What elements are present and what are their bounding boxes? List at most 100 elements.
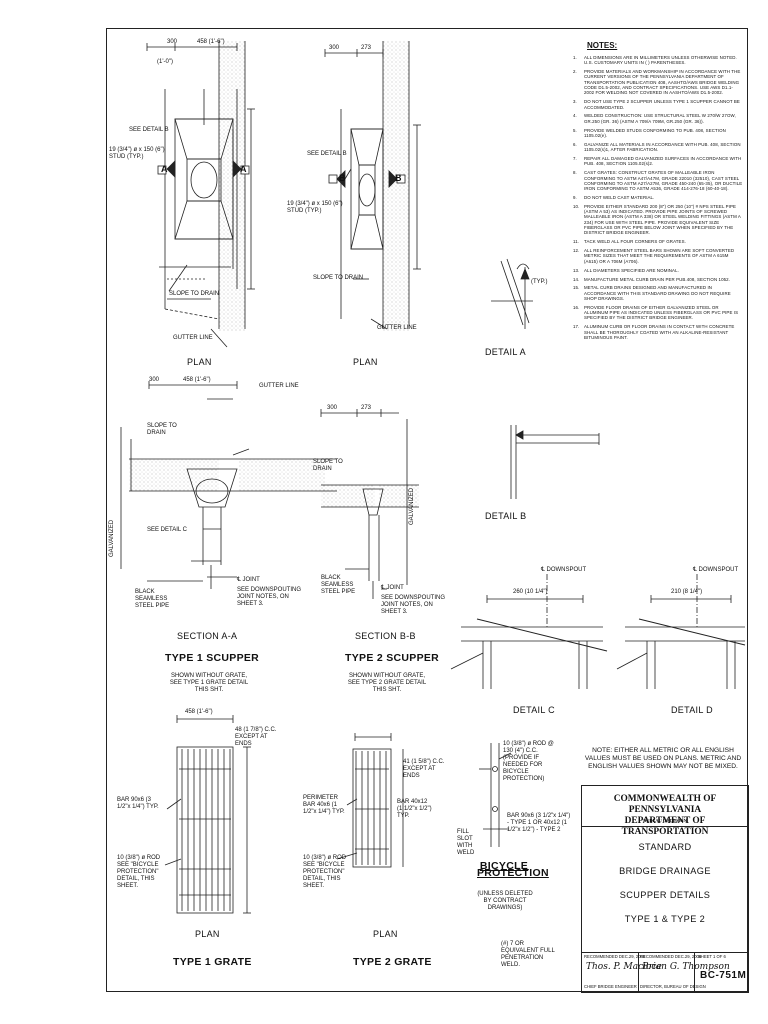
note-item: 1. ALL DIMENSIONS ARE IN MILLIMETERS UNLE… — [573, 55, 743, 66]
note-number: 11. — [573, 239, 580, 245]
note-item: 16.PROVIDE FLOOR DRAINS OF EITHER GALVAN… — [573, 305, 743, 321]
see-detail-c-callout: SEE DETAIL C — [147, 527, 188, 533]
cell-divider-2 — [694, 952, 695, 992]
type1-grate-drawing — [164, 715, 251, 914]
note-text: ALL DIMENSIONS ARE IN MILLIMETERS UNLESS… — [584, 55, 737, 66]
note-text: DO NOT USE TYPE 2 SCUPPER UNLESS TYPE 1 … — [584, 99, 740, 110]
note-item: 17.ALUMINUM CURB OR FLOOR DRAINS IN CONT… — [573, 324, 743, 340]
plan-label-grate1: PLAN — [195, 929, 220, 939]
note-text: ALL DIAMETERS SPECIFIED ARE NOMINAL. — [584, 267, 679, 273]
detail-a-drawing — [491, 258, 533, 329]
drawing-number: BC-751M — [700, 970, 747, 981]
type2-scupper-label: TYPE 2 SCUPPER — [345, 652, 440, 664]
bicycle-protection-drawing — [479, 743, 512, 847]
title-line-1: STANDARD — [638, 842, 692, 852]
signature-divider — [582, 952, 748, 953]
note-number: 4. — [573, 113, 577, 119]
detail-d-drawing — [616, 574, 746, 689]
slope-to-drain-callout-1: SLOPE TO DRAIN — [169, 291, 220, 297]
dim-300-section-bb: 300 — [327, 405, 338, 411]
section-marker-a-left: A — [161, 164, 168, 174]
detail-c-drawing — [450, 574, 608, 689]
stud-callout-2: 19 (3/4") ø x 150 (6") STUD (TYP.) — [287, 201, 343, 214]
fill-slot-callout: FILL SLOT WITH WELD — [457, 829, 475, 856]
note-item: 8.CAST GRATES: CONSTRUCT GRATES OF MALLE… — [573, 170, 743, 191]
note-item: 15.METAL CURB DRAINS DESIGNED AND MANUFA… — [573, 285, 743, 301]
type1-plan-drawing — [146, 41, 255, 348]
note-text: PROVIDE WELDED STUDS CONFORMING TO PUB. … — [584, 127, 726, 138]
detail-a-label: DETAIL A — [485, 347, 526, 357]
gutter-line-callout-2: GUTTER LINE — [377, 325, 417, 331]
note-number: 7. — [573, 156, 577, 162]
dim-458-section-aa: 458 (1'-6") — [183, 377, 211, 383]
black-seamless-callout-2: BLACK SEAMLESS STEEL PIPE — [321, 575, 356, 595]
note-item: 10.PROVIDE EITHER STANDARD 200 (8") OR 2… — [573, 204, 743, 236]
note-item: 5. PROVIDE WELDED STUDS CONFORMING TO PUB… — [573, 128, 743, 139]
section-bb-drawing — [320, 409, 419, 599]
detail-a-typ: (TYP.) — [531, 279, 548, 285]
slope-to-drain-callout-4: SLOPE TO DRAIN — [313, 459, 343, 472]
note-item: 14.MANUFACTURE METAL CURB DRAIN PER PUB.… — [573, 277, 743, 282]
rod-10-callout-1: 10 (3/8") ø ROD SEE "BICYCLE PROTECTION"… — [117, 855, 161, 889]
agency-line-1: COMMONWEALTH OF PENNSYLVANIA — [613, 794, 717, 815]
plan-label-grate2: PLAN — [373, 929, 398, 939]
signature-2: Brian G. Thompson — [642, 962, 730, 972]
galvanized-label-aa: GALVANIZED — [109, 519, 115, 557]
note-number: 1. — [573, 55, 577, 60]
note-text: PROVIDE EITHER STANDARD 200 (8") OR 250 … — [584, 203, 741, 236]
note-text: GALVANIZE ALL MATERIALS IN ACCORDANCE WI… — [584, 141, 741, 153]
note-text: PROVIDE FLOOR DRAINS OF EITHER GALVANIZE… — [584, 304, 739, 321]
note-item: 9.DO NOT WELD CAST MATERIAL. — [573, 195, 743, 200]
drawing-linework — [120, 41, 746, 914]
dim-1ft-plan1: (1'-0") — [157, 59, 173, 65]
note-number: 5. — [573, 127, 577, 133]
title-line-4: TYPE 1 & TYPE 2 — [624, 914, 706, 924]
type2-grate-drawing — [336, 733, 404, 868]
note-number: 8. — [573, 170, 577, 176]
section-aa-drawing — [120, 381, 337, 589]
note-text: MANUFACTURE METAL CURB DRAIN PER PUB.408… — [584, 276, 731, 282]
cc-41-callout: 41 (1 5/8") C.C. EXCEPT AT ENDS — [403, 759, 445, 779]
see-downspouting-callout-1: SEE DOWNSPOUTING JOINT NOTES, ON SHEET 3… — [237, 587, 302, 607]
note-text: WELDED CONSTRUCTION: USE STRUCTURAL STEE… — [584, 113, 736, 124]
gutter-line-callout-1: GUTTER LINE — [173, 335, 213, 341]
role-1: CHIEF BRIDGE ENGINEER — [584, 984, 637, 989]
joint-callout-1: ℄ JOINT — [237, 577, 260, 583]
detail-b-drawing — [510, 425, 600, 499]
unit-note: NOTE: EITHER ALL METRIC OR ALL ENGLISH V… — [584, 747, 742, 770]
see-downspouting-callout-2: SEE DOWNSPOUTING JOINT NOTES, ON SHEET 3… — [381, 595, 446, 615]
note-text: REPAIR ALL DAMAGED GALVANIZED SURFACES I… — [584, 156, 742, 167]
note-item: 4. WELDED CONSTRUCTION: USE STRUCTURAL ST… — [573, 113, 743, 124]
section-marker-b-right: B — [395, 173, 402, 183]
see-detail-b-callout-2: SEE DETAIL B — [307, 151, 347, 157]
downspout-callout-d: ℄ DOWNSPOUT — [693, 567, 739, 573]
note-item: 3.DO NOT USE TYPE 2 SCUPPER UNLESS TYPE … — [573, 99, 743, 110]
type1-scupper-label: TYPE 1 SCUPPER — [165, 652, 260, 664]
joint-callout-2: ℄ JOINT — [381, 585, 404, 591]
dim-300-section-aa: 300 — [149, 377, 160, 383]
note-number: 12. — [573, 248, 580, 254]
title-divider — [582, 826, 748, 827]
note-item: 6. GALVANIZE ALL MATERIALS IN ACCORDANCE … — [573, 142, 743, 153]
note-number: 13. — [573, 267, 580, 273]
see-detail-b-callout-1: SEE DETAIL B — [129, 127, 169, 133]
plan-label-1: PLAN — [187, 357, 212, 367]
dim-210-callout: 210 (8 1/4") — [671, 589, 703, 595]
agency-name: COMMONWEALTH OF PENNSYLVANIA DEPARTMENT … — [586, 794, 744, 838]
perimeter-bar-callout: PERIMETER BAR 40x6 (1 1/2"x 1/4") TYP. — [303, 795, 345, 815]
note-number: 6. — [573, 141, 577, 147]
detail-b-label: DETAIL B — [485, 511, 527, 521]
gutter-line-callout-3: GUTTER LINE — [259, 383, 299, 389]
black-seamless-callout-1: BLACK SEAMLESS STEEL PIPE — [135, 589, 170, 609]
downspout-callout-c: ℄ DOWNSPOUT — [541, 567, 587, 573]
cc-48-callout: 48 (1 7/8") C.C. EXCEPT AT ENDS — [235, 727, 277, 747]
dim-300-plan2: 300 — [329, 45, 340, 51]
detail-d-label: DETAIL D — [671, 705, 713, 715]
dim-273-plan2: 273 — [361, 45, 372, 51]
note-text: METAL CURB DRAINS DESIGNED AND MANUFACTU… — [584, 285, 731, 301]
note-number: 2. — [573, 69, 577, 75]
bar-90x6-callout: BAR 90x6 (3 1/2"x 1/4") TYP. — [117, 797, 159, 810]
note-item: 7. REPAIR ALL DAMAGED GALVANIZED SURFACES… — [573, 156, 743, 167]
dim-300-plan1: 300 — [167, 39, 178, 45]
bar-bike-callout: BAR 90x6 (3 1/2"x 1/4") - TYPE 1 OR 40x1… — [507, 813, 571, 833]
